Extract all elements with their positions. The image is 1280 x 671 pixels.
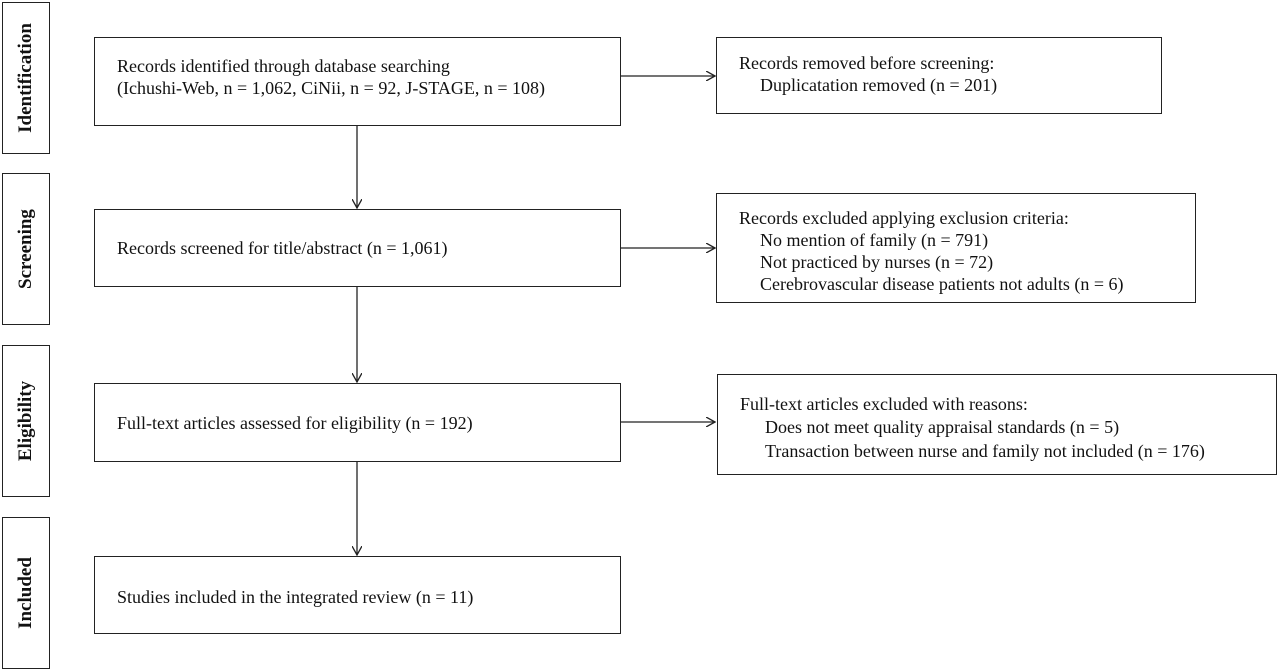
- box-fulltext-assessed: Full-text articles assessed for eligibil…: [94, 383, 621, 462]
- stage-identification: Identification: [2, 2, 50, 154]
- records-removed-heading: Records removed before screening:: [739, 53, 995, 73]
- box-records-removed: Records removed before screening: Duplic…: [716, 37, 1162, 114]
- records-excluded-item: No mention of family (n = 791): [760, 230, 989, 250]
- fulltext-excluded-item: Transaction between nurse and family not…: [765, 441, 1205, 461]
- records-removed-item: Duplicatation removed (n = 201): [760, 75, 998, 95]
- stage-screening: Screening: [2, 173, 50, 325]
- records-identified-line-1: Records identified through database sear…: [117, 56, 450, 76]
- records-excluded-item: Cerebrovascular disease patients not adu…: [760, 274, 1124, 294]
- fulltext-assessed-line: Full-text articles assessed for eligibil…: [117, 413, 473, 433]
- box-fulltext-excluded: Full-text articles excluded with reasons…: [717, 374, 1277, 475]
- box-studies-included: Studies included in the integrated revie…: [94, 556, 621, 634]
- records-identified-line-2: (Ichushi-Web, n = 1,062, CiNii, n = 92, …: [117, 78, 546, 98]
- box-records-identified: Records identified through database sear…: [94, 37, 621, 126]
- fulltext-excluded-item: Does not meet quality appraisal standard…: [765, 417, 1120, 437]
- records-screened-line: Records screened for title/abstract (n =…: [117, 238, 448, 258]
- stage-eligibility: Eligibility: [2, 345, 50, 497]
- fulltext-excluded-heading: Full-text articles excluded with reasons…: [740, 394, 1028, 414]
- records-excluded-item: Not practiced by nurses (n = 72): [760, 252, 994, 272]
- box-records-excluded: Records excluded applying exclusion crit…: [716, 193, 1196, 303]
- studies-included-line: Studies included in the integrated revie…: [117, 587, 474, 607]
- records-excluded-heading: Records excluded applying exclusion crit…: [739, 208, 1069, 228]
- stage-included: Included: [2, 517, 50, 669]
- box-records-screened: Records screened for title/abstract (n =…: [94, 209, 621, 287]
